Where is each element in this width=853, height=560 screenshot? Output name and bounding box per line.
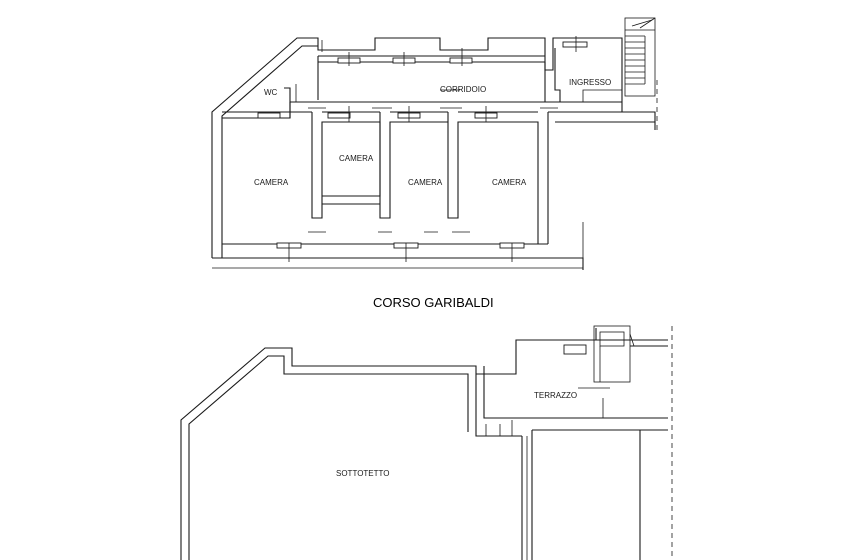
window-top-4 (562, 41, 588, 48)
lower-outer-wall-inner (188, 355, 469, 560)
upper-outer-wall (211, 37, 656, 258)
room-label-corridoio: CORRIDOIO (440, 85, 486, 94)
partition-camera-2 (379, 112, 448, 219)
room-label-terrazzo: TERRAZZO (534, 391, 577, 400)
staircase (624, 17, 656, 97)
window-room-1 (257, 112, 281, 119)
lower-floor-plan: TERRAZZO SOTTOTETTO (180, 325, 673, 560)
lower-terrace-top-inner (483, 366, 524, 419)
window-room-2 (327, 112, 351, 119)
partition-camera-3 (447, 112, 539, 244)
room-label-sottotetto: SOTTOTETTO (336, 469, 389, 478)
lower-window (563, 344, 587, 355)
window-top-3 (449, 57, 473, 64)
ingresso-divider (582, 89, 622, 102)
street-label: CORSO GARIBALDI (373, 295, 494, 310)
lower-terrace-bottom (524, 417, 668, 431)
lower-inner-right (521, 430, 641, 560)
partition-camera-1 (311, 112, 381, 219)
window-crosses (288, 36, 577, 262)
lower-outer-wall (180, 347, 522, 560)
lower-stair-block (593, 325, 635, 383)
room-label-camera-3: CAMERA (408, 178, 443, 187)
room-label-camera-4: CAMERA (492, 178, 527, 187)
room-label-camera-2: CAMERA (254, 178, 289, 187)
ingresso-inner-wall (554, 48, 561, 102)
upper-outer-wall-inner (221, 45, 318, 258)
room-label-ingresso: INGRESSO (569, 78, 611, 87)
upper-floor-plan: WC CORRIDOIO INGRESSO CAMERA CAMERA CAME… (211, 17, 658, 270)
room-label-camera-1: CAMERA (339, 154, 374, 163)
room-label-wc: WC (264, 88, 278, 97)
wc-wall (284, 87, 291, 118)
door-marks (308, 107, 558, 233)
lower-terrace-top (476, 328, 597, 375)
lower-terrace-ticks (485, 398, 604, 436)
